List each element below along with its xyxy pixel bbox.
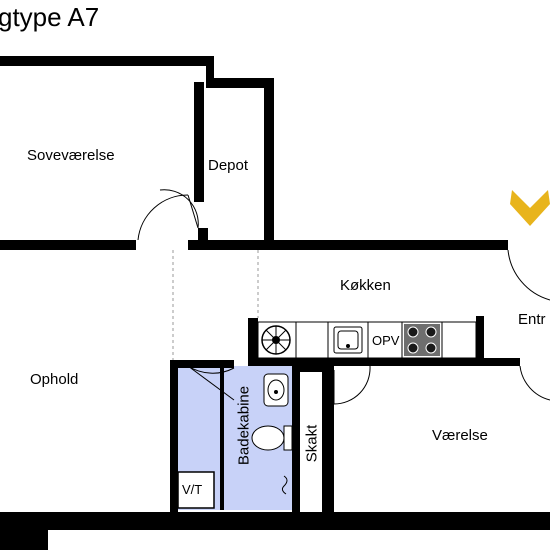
door-swings — [137, 189, 550, 405]
chevron-down-icon — [510, 190, 550, 226]
room-label-skakt: Skakt — [303, 424, 321, 463]
room-label-badekabine: Badekabine — [235, 385, 253, 466]
room-label-depot: Depot — [208, 157, 249, 174]
plan-title: gtype A7 — [0, 2, 100, 32]
opv-label: OPV — [372, 333, 400, 348]
opening-lines — [0, 248, 259, 360]
room-label-entre: Entr — [518, 311, 546, 328]
kitchen-counter — [257, 321, 477, 359]
walls — [0, 56, 550, 550]
drain-icon — [281, 475, 288, 495]
vt-label: V/T — [182, 482, 203, 497]
washbasin-icon — [263, 373, 289, 407]
toilet-icon — [251, 425, 293, 451]
room-label-koekken: Køkken — [340, 277, 391, 294]
room-label-ophold: Ophold — [30, 371, 79, 388]
room-label-sovevaerelse: Soveværelse — [27, 147, 115, 164]
fan-icon — [261, 325, 291, 355]
room-label-vaerelse: Værelse — [432, 427, 488, 444]
vt-box — [177, 471, 215, 509]
stove-icon — [404, 324, 440, 356]
sink-icon — [333, 326, 363, 354]
